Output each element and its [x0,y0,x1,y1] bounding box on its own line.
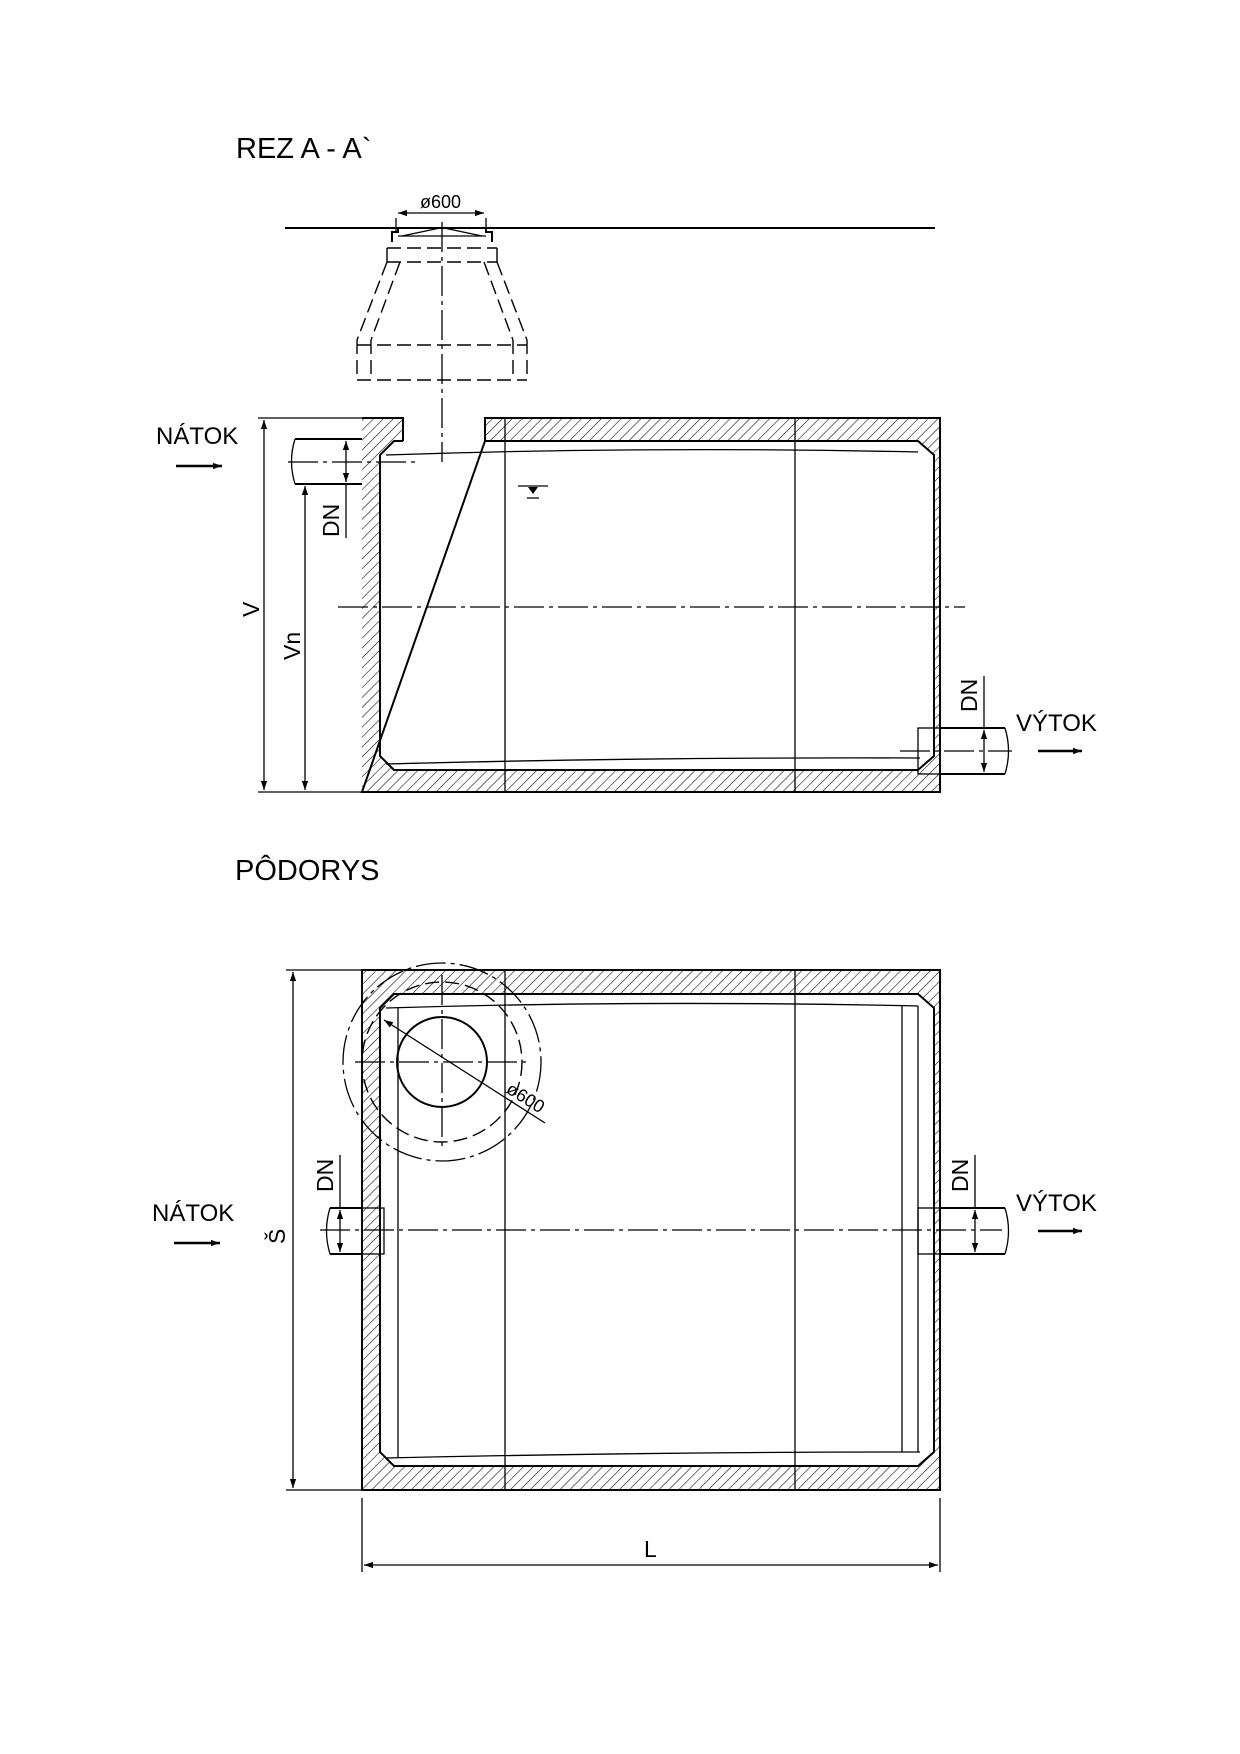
width-label: Š [263,1229,290,1244]
length-dimension: L [361,1498,941,1572]
height-v-label: V [238,601,264,617]
outflow-label-section: VÝTOK [1016,710,1097,737]
outflow-dn-dimension-plan: DN [947,1155,979,1252]
section-title: REZ A - A` [236,133,371,165]
inflow-dn-label-section: DN [318,504,344,537]
outflow-pipe-plan [917,1207,1010,1255]
height-vn-label: Vn [279,632,305,660]
tank-wall-section [362,418,940,792]
outflow-dn-label-plan: DN [947,1159,973,1192]
manhole-diameter-dimension: ø600 [395,192,487,232]
inflow-dn-label-plan: DN [312,1159,338,1192]
outflow-label-plan: VÝTOK [1016,1190,1097,1217]
inflow-dn-dimension-section: DN [318,438,354,538]
water-level-icon [518,485,548,499]
inflow-pipe-plan [325,1207,385,1255]
inflow-label-section: NÁTOK [156,423,238,450]
manhole-cone [356,222,528,462]
plan-title: PÔDORYS [235,853,380,887]
inflow-label-plan: NÁTOK [152,1200,234,1227]
inflow-dn-dimension-plan: DN [312,1155,344,1252]
outflow-dn-dimension-section: DN [956,676,991,775]
width-dimension: Š [263,969,370,1491]
manhole-plan: ø600 [342,962,548,1162]
outflow-dn-label-section: DN [956,679,982,712]
outflow-pipe-section [900,727,1012,775]
height-v-dimension: V [238,417,370,793]
manhole-diameter-label: ø600 [420,192,461,212]
inflow-pipe-section [288,438,415,485]
height-vn-dimension: Vn [279,483,346,790]
length-label: L [644,1536,657,1562]
